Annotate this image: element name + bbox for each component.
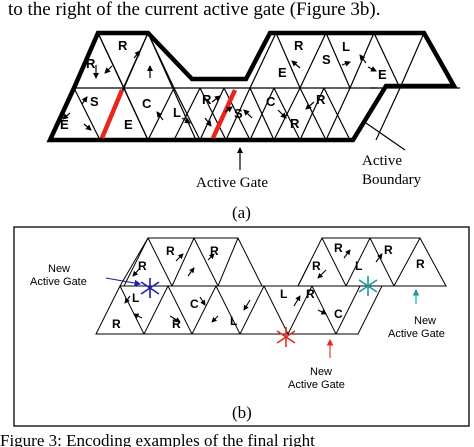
top-caption-text: to the right of the current active gate … [8, 0, 381, 20]
red-gate-label-line2: Active Gate [288, 379, 345, 391]
teal-gate-label-line2: Active Gate [388, 328, 445, 340]
cell-letter: L [280, 287, 287, 301]
figure-a-arrows [62, 50, 377, 131]
cell-letter: L [132, 291, 139, 305]
active-boundary-label-line2: Boundary [362, 172, 422, 188]
figure-b: R R R R R R R L L R C L L C R R [13, 226, 470, 427]
teal-gate-label-line1: New [414, 315, 436, 327]
cell-letter: R [306, 287, 315, 301]
teal-star-icon [358, 276, 378, 296]
panel-label-a: (a) [232, 203, 251, 222]
cell-letter: R [138, 259, 147, 273]
cell-letter: L [342, 39, 350, 54]
cell-letter: C [190, 297, 199, 311]
active-gate-label: Active Gate [196, 175, 268, 191]
cell-letter: R [112, 317, 121, 331]
cell-letter: C [142, 96, 152, 111]
figure-b-grid [95, 237, 447, 335]
cell-letter: R [118, 38, 128, 53]
blue-star-icon [140, 278, 160, 298]
cell-letter: R [166, 244, 175, 258]
red-star-icon [276, 327, 296, 347]
cut-line-right [210, 89, 238, 139]
cut-line-left [99, 89, 125, 139]
blue-gate-label-line1: New [48, 263, 70, 275]
cell-letter: E [60, 117, 69, 132]
cell-letter: R [312, 259, 321, 273]
cell-letter: E [278, 65, 287, 80]
cell-letter: E [124, 117, 133, 132]
cell-letter: S [322, 52, 331, 67]
cell-letter: R [172, 317, 181, 331]
blue-gate-arrow [105, 277, 142, 287]
cell-letter: E [378, 67, 387, 82]
cell-letter: R [290, 116, 300, 131]
cell-letter: R [334, 241, 343, 255]
panel-label-b: (b) [232, 403, 252, 422]
figure-b-frame [13, 226, 470, 427]
active-boundary-label-line1: Active [362, 153, 402, 169]
active-boundary-outline [46, 30, 458, 143]
new-active-gate-labels: New Active Gate New Active Gate New Acti… [30, 263, 445, 391]
figure-a: R R E R S L E S E C L R S C R R E Active… [46, 30, 460, 222]
red-gate-label-line1: New [310, 366, 332, 378]
figure-a-cells: R R E R S L E S E C L R S C R R E [60, 38, 387, 132]
cell-letter: R [294, 38, 304, 53]
cell-letter: C [266, 94, 276, 109]
cell-letter: R [316, 92, 326, 107]
cell-letter: S [234, 106, 243, 121]
figure-b-cells: R R R R R R R L L R C L L C R R [112, 241, 425, 331]
cell-letter: R [210, 244, 219, 258]
cell-letter: L [355, 259, 362, 273]
cell-letter: R [202, 92, 212, 107]
cell-letter: L [173, 105, 181, 120]
figure-b-arrows [124, 249, 383, 323]
cell-letter: L [230, 314, 237, 328]
cell-letter: R [86, 56, 96, 71]
cell-letter: C [334, 307, 343, 321]
blue-gate-label-line2: Active Gate [30, 276, 87, 288]
cell-letter: R [384, 243, 393, 257]
cell-letter: S [90, 94, 99, 109]
bottom-caption-text: Figure 3: Encoding examples of the final… [0, 432, 315, 447]
active-boundary-pointer [365, 122, 406, 151]
cell-letter: R [416, 257, 425, 271]
figure-a-grid [49, 32, 460, 141]
